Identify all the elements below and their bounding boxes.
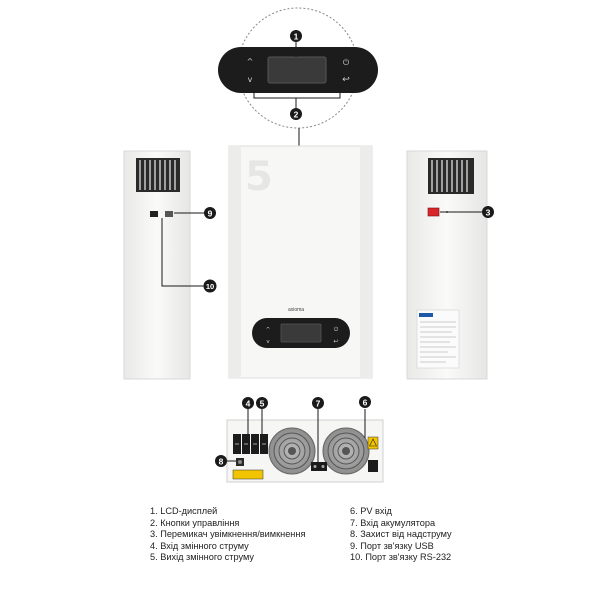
callout-8-marker xyxy=(215,455,227,467)
callout-9-marker xyxy=(204,207,216,219)
battery-terminal-pos xyxy=(313,465,317,468)
battery-terminal xyxy=(311,462,327,471)
fan-left-hub xyxy=(288,447,296,455)
callout-3-marker xyxy=(482,206,494,218)
callout-10-leader xyxy=(161,218,204,287)
left-side-vent-slats xyxy=(139,160,176,190)
callout-5-number: 5 xyxy=(260,399,265,409)
front-up-icon[interactable]: ^ xyxy=(266,327,271,333)
right-side-vent-slats xyxy=(431,160,468,192)
callout-10-number: 10 xyxy=(206,282,214,291)
callout-3-number: 3 xyxy=(486,208,491,218)
zoom-enter-icon[interactable]: ↩ xyxy=(342,75,350,85)
front-down-icon[interactable]: v xyxy=(266,339,270,345)
front-bevel-left xyxy=(229,146,241,378)
fan-right-ring-2 xyxy=(332,437,360,465)
zoom-power-icon[interactable]: ⏻ xyxy=(343,58,350,67)
front-enter-icon[interactable]: ↩ xyxy=(333,338,338,345)
legend-right-column: 6. PV вхід 7. Вхід акумулятора 8. Захист… xyxy=(350,506,452,564)
front-view: 5 axioma ^ v ⏻ ↩ xyxy=(228,145,373,379)
spec-label-brand-strip xyxy=(419,313,433,317)
zoom-up-icon[interactable]: ^ xyxy=(247,57,254,66)
power-switch xyxy=(427,207,440,217)
legend-item: 4. Вхід змінного струму xyxy=(150,540,249,551)
callout-1-number: 1 xyxy=(294,32,299,42)
front-watermark-5: 5 xyxy=(245,154,273,200)
fan-right-ring-1 xyxy=(327,432,365,470)
legend-item: 7. Вхід акумулятора xyxy=(350,517,436,528)
callout-4-marker xyxy=(242,397,254,409)
callout-6-marker xyxy=(359,396,371,408)
warning-sticker-right xyxy=(367,436,379,450)
spec-label-lines xyxy=(420,321,456,363)
zoom-lcd-display xyxy=(267,56,327,84)
zoom-bubble: ^ v ⏻ ↩ 1 2 xyxy=(218,7,378,129)
pv-terminal xyxy=(368,460,378,472)
callout-7-marker xyxy=(312,397,324,409)
fan-left-ring-1 xyxy=(273,432,311,470)
callout-7-number: 7 xyxy=(316,399,321,409)
fan-left-ring-3 xyxy=(283,442,301,460)
front-logo: axioma xyxy=(288,307,304,313)
right-side-vent xyxy=(428,158,474,194)
front-lcd-display xyxy=(280,323,322,343)
legend-item: 9. Порт зв'язку USB xyxy=(350,540,434,551)
front-bevel-right xyxy=(360,146,372,378)
callout-2-bracket xyxy=(253,87,341,99)
breaker-knob xyxy=(238,460,242,464)
usb-port xyxy=(165,211,173,217)
bottom-view: 4 5 7 6 8 xyxy=(215,396,384,483)
legend-item: 2. Кнопки управління xyxy=(150,517,240,528)
callout-1-marker xyxy=(290,30,302,42)
callout-2-number: 2 xyxy=(294,110,299,120)
rs232-port xyxy=(150,211,158,217)
warning-triangle-icon xyxy=(369,438,377,447)
callout-5-marker xyxy=(256,397,268,409)
battery-terminal-neg xyxy=(321,465,325,468)
fan-right-hub xyxy=(342,447,350,455)
left-side-view: 9 10 xyxy=(123,150,217,380)
legend-item: 1. LCD-дисплей xyxy=(150,506,218,516)
left-side-vent xyxy=(136,158,180,192)
spec-label xyxy=(416,309,460,369)
callout-8-number: 8 xyxy=(219,457,224,467)
callout-4-number: 4 xyxy=(246,399,251,409)
fan-left-ring-2 xyxy=(278,437,306,465)
callout-10-marker xyxy=(203,279,217,293)
callout-2-marker xyxy=(290,108,302,120)
legend-left-column: 1. LCD-дисплей 2. Кнопки управління 3. П… xyxy=(150,506,305,564)
warning-sticker-left xyxy=(232,469,264,480)
zoom-down-icon[interactable]: v xyxy=(248,75,253,84)
legend-item: 5. Вихід змінного струму xyxy=(150,552,254,563)
right-side-view: 3 xyxy=(406,150,494,380)
fan-right-ring-3 xyxy=(337,442,355,460)
legend-item: 8. Захист від надструму xyxy=(350,529,452,540)
legend-item: 10. Порт зв'язку RS-232 xyxy=(350,552,452,563)
legend-item: 6. PV вхід xyxy=(350,506,392,516)
front-power-icon[interactable]: ⏻ xyxy=(334,326,339,333)
legend-item: 3. Перемикач увімкнення/вимкнення xyxy=(150,529,306,540)
callout-9-number: 9 xyxy=(208,209,213,219)
callout-6-number: 6 xyxy=(363,398,368,408)
